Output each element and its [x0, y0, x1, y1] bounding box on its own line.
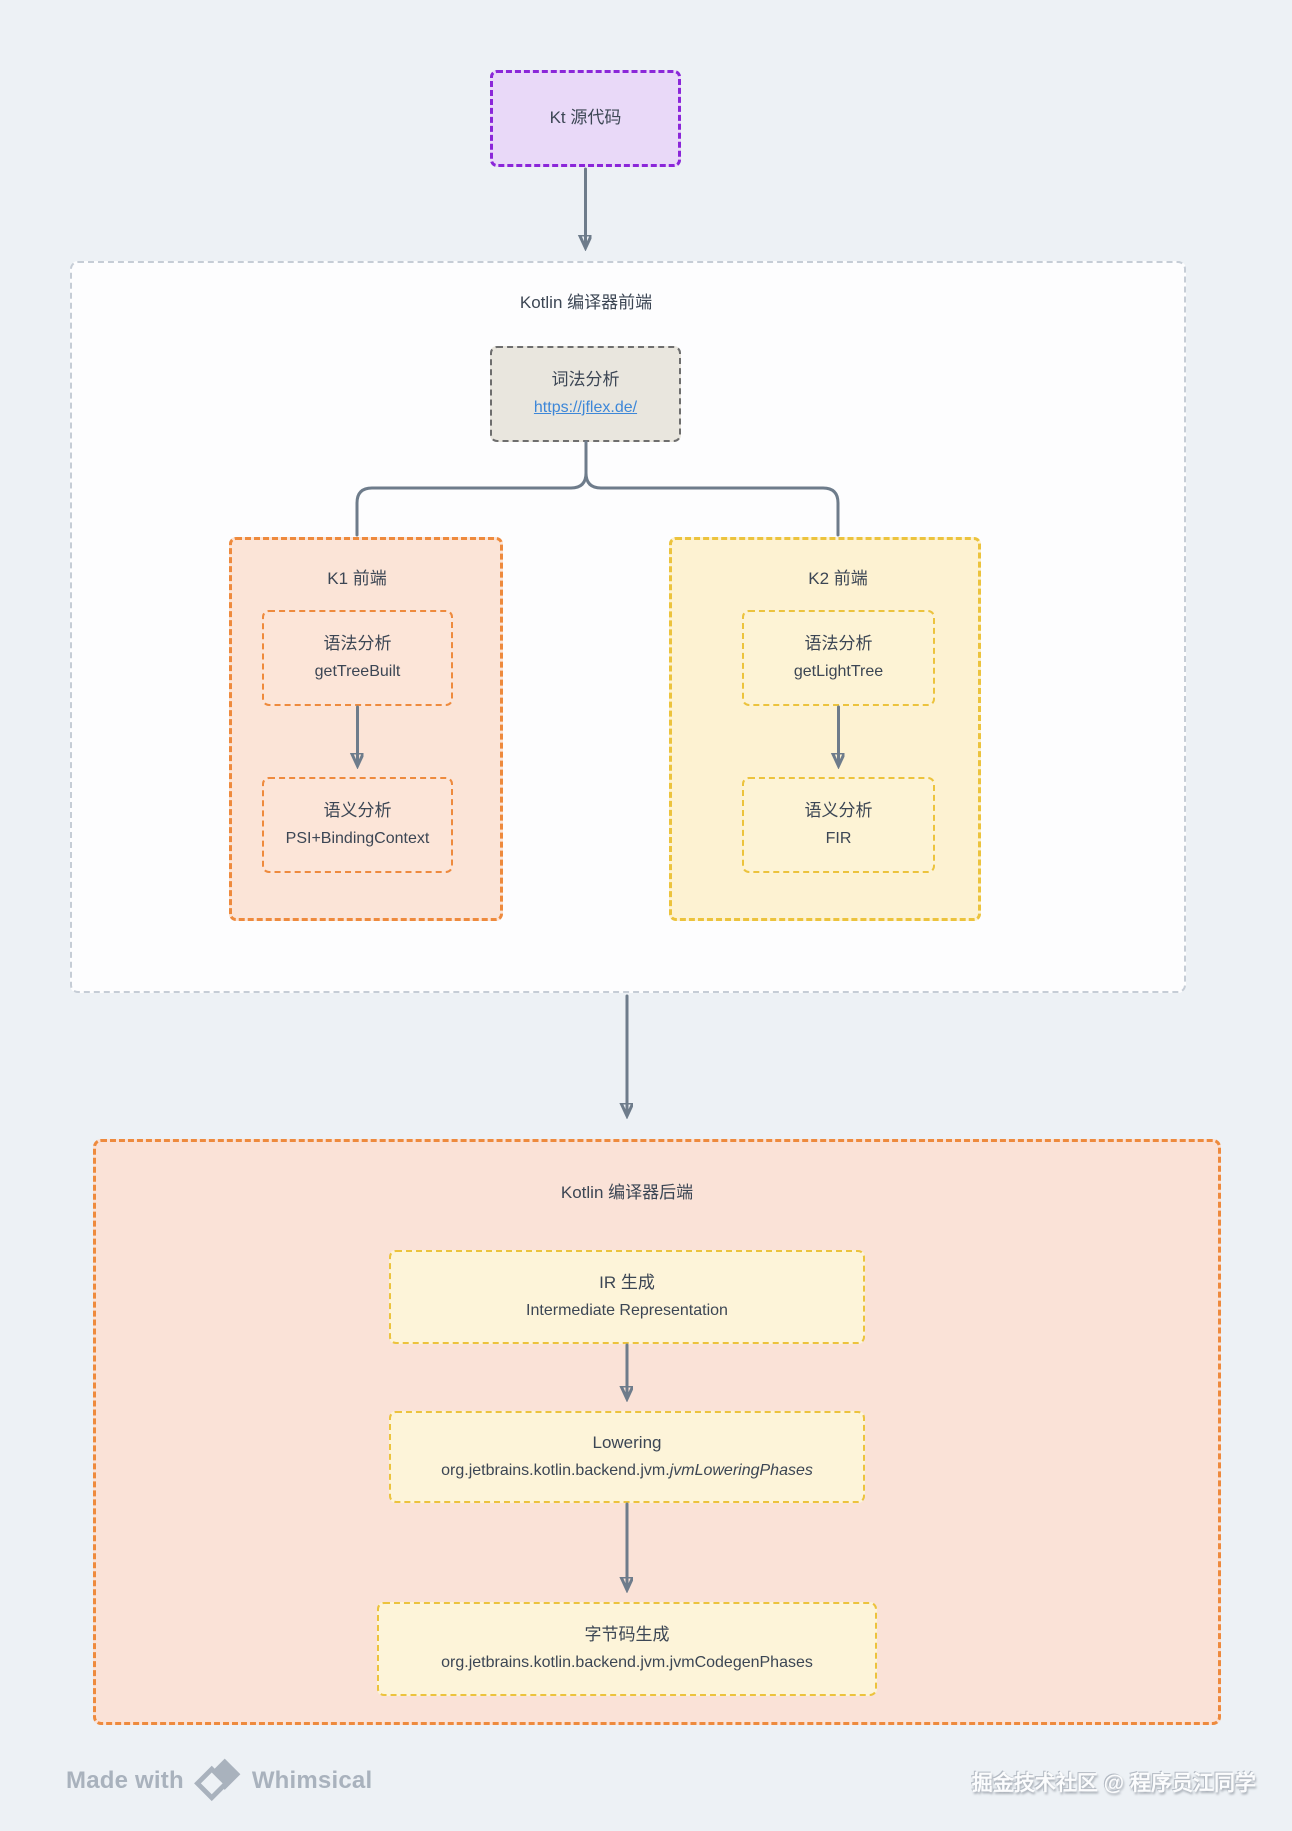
lexer-node: 词法分析 https://jflex.de/	[490, 346, 681, 442]
k1-syntax-label: 语法分析	[323, 634, 392, 654]
k1-semantic-code: PSI+BindingContext	[285, 829, 430, 847]
whimsical-logo-icon	[193, 1758, 241, 1802]
k1-semantic-node: 语义分析 PSI+BindingContext	[262, 777, 453, 873]
backend-title: Kotlin 编译器后端	[560, 1183, 694, 1202]
footer: Made with Whimsical	[66, 1756, 372, 1806]
k2-syntax-code: getLightTree	[793, 662, 884, 680]
codegen-label: 字节码生成	[584, 1625, 670, 1645]
k1-title: K1 前端	[327, 569, 387, 588]
kt-source-node: Kt 源代码	[490, 70, 681, 167]
codegen-code: org.jetbrains.kotlin.backend.jvm.jvmCode…	[441, 1653, 813, 1671]
kt-source-label: Kt 源代码	[549, 108, 622, 128]
frontend-title: Kotlin 编译器前端	[519, 293, 653, 312]
codegen-node: 字节码生成 org.jetbrains.kotlin.backend.jvm.j…	[377, 1602, 877, 1696]
k1-syntax-node: 语法分析 getTreeBuilt	[262, 610, 453, 706]
k2-semantic-code: FIR	[825, 829, 852, 847]
k1-syntax-code: getTreeBuilt	[314, 662, 401, 680]
ir-subtitle: Intermediate Representation	[526, 1301, 728, 1319]
k2-semantic-node: 语义分析 FIR	[742, 777, 935, 873]
lowering-code-prefix: org.jetbrains.kotlin.backend.jvm.	[441, 1461, 670, 1479]
watermark: 掘金技术社区 @ 程序员江同学	[971, 1772, 1256, 1795]
ir-node: IR 生成 Intermediate Representation	[389, 1250, 865, 1344]
whimsical-wordmark: Whimsical	[251, 1767, 373, 1794]
jflex-link[interactable]: https://jflex.de/	[533, 398, 638, 416]
k1-semantic-label: 语义分析	[323, 801, 392, 821]
k2-syntax-label: 语法分析	[804, 634, 873, 654]
lowering-node: Lowering org.jetbrains.kotlin.backend.jv…	[389, 1411, 865, 1503]
lowering-label: Lowering	[592, 1433, 662, 1453]
lowering-code: org.jetbrains.kotlin.backend.jvm.jvmLowe…	[441, 1458, 813, 1485]
k2-title: K2 前端	[808, 569, 868, 588]
lexer-label: 词法分析	[551, 370, 620, 390]
ir-label: IR 生成	[599, 1273, 655, 1293]
k2-semantic-label: 语义分析	[804, 801, 873, 821]
made-with-label: Made with	[66, 1767, 184, 1794]
lowering-code-italic: jvmLoweringPhases	[669, 1461, 813, 1479]
k2-syntax-node: 语法分析 getLightTree	[742, 610, 935, 706]
